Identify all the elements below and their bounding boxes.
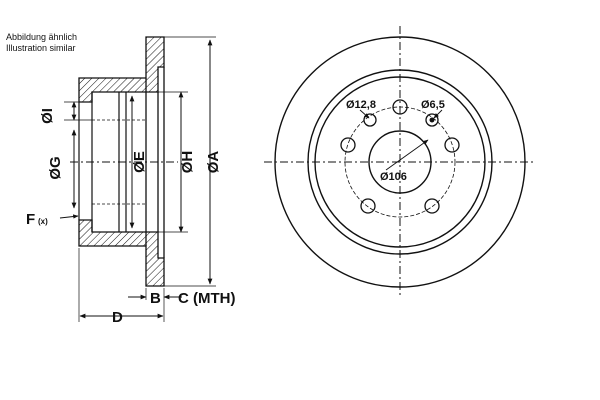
label-dia-e: ØE: [131, 151, 148, 173]
leader-f: [59, 214, 79, 219]
label-dia-a: ØA: [205, 151, 222, 174]
label-b: B: [150, 290, 161, 307]
section-view: ØI ØG ØE ØH ØA F (x) B C (MTH) D: [26, 36, 235, 326]
label-hole-small: Ø6,5: [421, 99, 445, 111]
bolt-hole-1: [392, 99, 408, 115]
bolt-hole-3: [424, 198, 440, 214]
label-dia-h: ØH: [179, 151, 196, 174]
label-hole-large: Ø12,8: [346, 99, 376, 111]
leader-center-bore: [385, 139, 429, 171]
label-f-sub: (x): [38, 217, 48, 226]
locator-hole-center: [429, 117, 435, 123]
bolt-hole-5: [340, 137, 356, 153]
label-dia-i: ØI: [39, 108, 56, 124]
label-dia-g: ØG: [47, 156, 64, 179]
label-center-bore: Ø106: [380, 171, 407, 183]
label-f: F: [26, 211, 35, 228]
label-c-mth: C (MTH): [178, 290, 235, 307]
face-view: Ø12,8 Ø6,5 Ø106: [264, 26, 536, 298]
bolt-holes: [340, 99, 460, 214]
note-illustration-en: Illustration similar: [6, 43, 76, 53]
label-d: D: [112, 309, 123, 326]
leader-hole-large: [359, 109, 370, 119]
note-illustration-de: Abbildung ähnlich: [6, 32, 78, 42]
bolt-hole-6: [363, 113, 377, 127]
bolt-hole-2: [444, 137, 460, 153]
bolt-hole-4: [360, 198, 376, 214]
leader-hole-small: [433, 109, 443, 119]
locator-hole: [425, 113, 439, 127]
